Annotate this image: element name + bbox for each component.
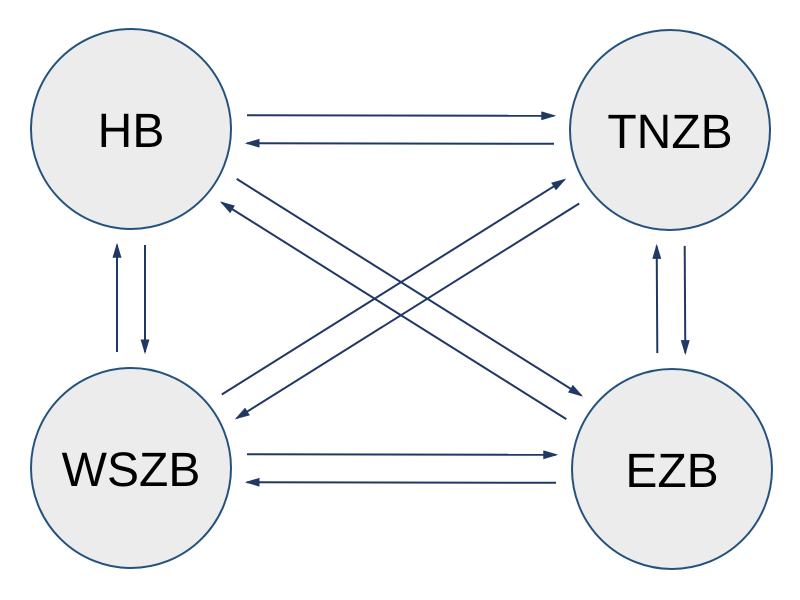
edges-layer <box>112 111 690 487</box>
edge-arrow-HB-to-EZB <box>236 178 584 397</box>
edge-arrow-WSZB-to-EZB <box>246 450 559 460</box>
edge-arrow-EZB-to-TNZB <box>652 243 662 354</box>
node-label-EZB: EZB <box>625 445 718 498</box>
edge-arrow-WSZB-to-TNZB <box>221 178 567 396</box>
node-WSZB: WSZB <box>30 367 232 569</box>
node-label-HB: HB <box>98 105 165 158</box>
edge-arrow-HB-to-TNZB <box>246 111 557 121</box>
node-circle-HB <box>30 28 232 230</box>
node-HB: HB <box>30 28 232 230</box>
node-EZB: EZB <box>571 368 773 570</box>
node-TNZB: TNZB <box>569 29 771 231</box>
edge-arrow-TNZB-to-EZB <box>680 245 690 356</box>
node-circle-TNZB <box>569 29 771 231</box>
node-circle-WSZB <box>30 367 232 569</box>
node-circle-EZB <box>571 368 773 570</box>
edge-arrow-EZB-to-WSZB <box>244 477 557 487</box>
edge-arrow-TNZB-to-HB <box>244 138 555 148</box>
nodes-layer: HB TNZB WSZB EZB <box>30 28 773 570</box>
node-label-WSZB: WSZB <box>62 444 201 497</box>
edge-arrow-TNZB-to-WSZB <box>234 202 580 420</box>
edge-arrow-EZB-to-HB <box>219 201 567 420</box>
node-label-TNZB: TNZB <box>607 106 732 159</box>
